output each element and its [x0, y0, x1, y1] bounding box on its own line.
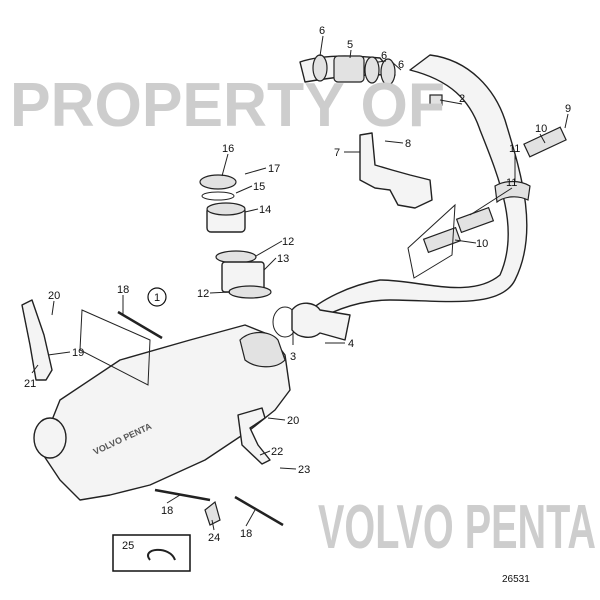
- clip-24: [204, 500, 221, 526]
- watermark-line2: VOLVO PENTA: [318, 493, 596, 562]
- stud-18: [154, 488, 211, 502]
- callout-21: 21: [24, 378, 36, 390]
- callout-13: 13: [277, 253, 289, 265]
- callout-circle-1: [147, 287, 167, 307]
- watermark-line1: PROPERTY OF: [10, 71, 445, 140]
- riser-stack: [199, 174, 272, 299]
- stud-18: [117, 310, 163, 340]
- callout-6: 6: [319, 25, 325, 37]
- callout-3: 3: [290, 351, 296, 363]
- callout-18: 18: [240, 528, 252, 540]
- callout-20: 20: [287, 415, 299, 427]
- bellows-5: [333, 55, 365, 83]
- callout-6: 6: [398, 59, 404, 71]
- callout-10: 10: [535, 123, 547, 135]
- callout-23: 23: [298, 464, 310, 476]
- leader-lines: [31, 35, 569, 531]
- clamp-6: [380, 58, 396, 86]
- detail-box-25: [112, 534, 191, 572]
- callout-18: 18: [117, 284, 129, 296]
- callout-labels: 6 5 6 6 2 9 10 8 7 11 16 17 15 14 11 12 …: [24, 25, 571, 585]
- watermark: PROPERTY OF VOLVO PENTA: [10, 71, 596, 562]
- bracket-22: [237, 407, 271, 465]
- bracket-19: [21, 299, 53, 381]
- callout-18: 18: [161, 505, 173, 517]
- callout-10: 10: [476, 238, 488, 250]
- cable-tie-25: [146, 548, 176, 561]
- manifold-outlet: [239, 331, 286, 368]
- callout-19: 19: [72, 347, 84, 359]
- exhaust-pipe: [299, 54, 528, 331]
- callout-7: 7: [334, 147, 340, 159]
- drawing-number: 26531: [502, 574, 530, 585]
- callout-9: 9: [565, 103, 571, 115]
- callout-25: 25: [122, 540, 134, 552]
- callout-16: 16: [222, 143, 234, 155]
- callout-5: 5: [347, 39, 353, 51]
- callout-20: 20: [48, 290, 60, 302]
- bracket-7: [359, 132, 433, 209]
- clamp-11: [494, 180, 531, 204]
- callout-8: 8: [405, 138, 411, 150]
- callout-4: 4: [348, 338, 354, 350]
- stud-18: [234, 495, 284, 527]
- callout-15: 15: [253, 181, 265, 193]
- callout-14: 14: [259, 204, 271, 216]
- pipe-flange: [291, 302, 351, 341]
- callout-1: 1: [154, 292, 160, 304]
- callout-22: 22: [271, 446, 283, 458]
- clamp-6: [364, 56, 380, 84]
- callout-11: 11: [506, 177, 517, 189]
- clamp-10: [422, 226, 462, 254]
- callout-12: 12: [197, 288, 209, 300]
- callout-11: 11: [509, 143, 520, 155]
- callout-2: 2: [459, 93, 465, 105]
- manifold-inlet: [33, 417, 67, 459]
- callout-6: 6: [381, 50, 387, 62]
- callout-24: 24: [208, 532, 220, 544]
- callout-17: 17: [268, 163, 280, 175]
- callout-12: 12: [282, 236, 294, 248]
